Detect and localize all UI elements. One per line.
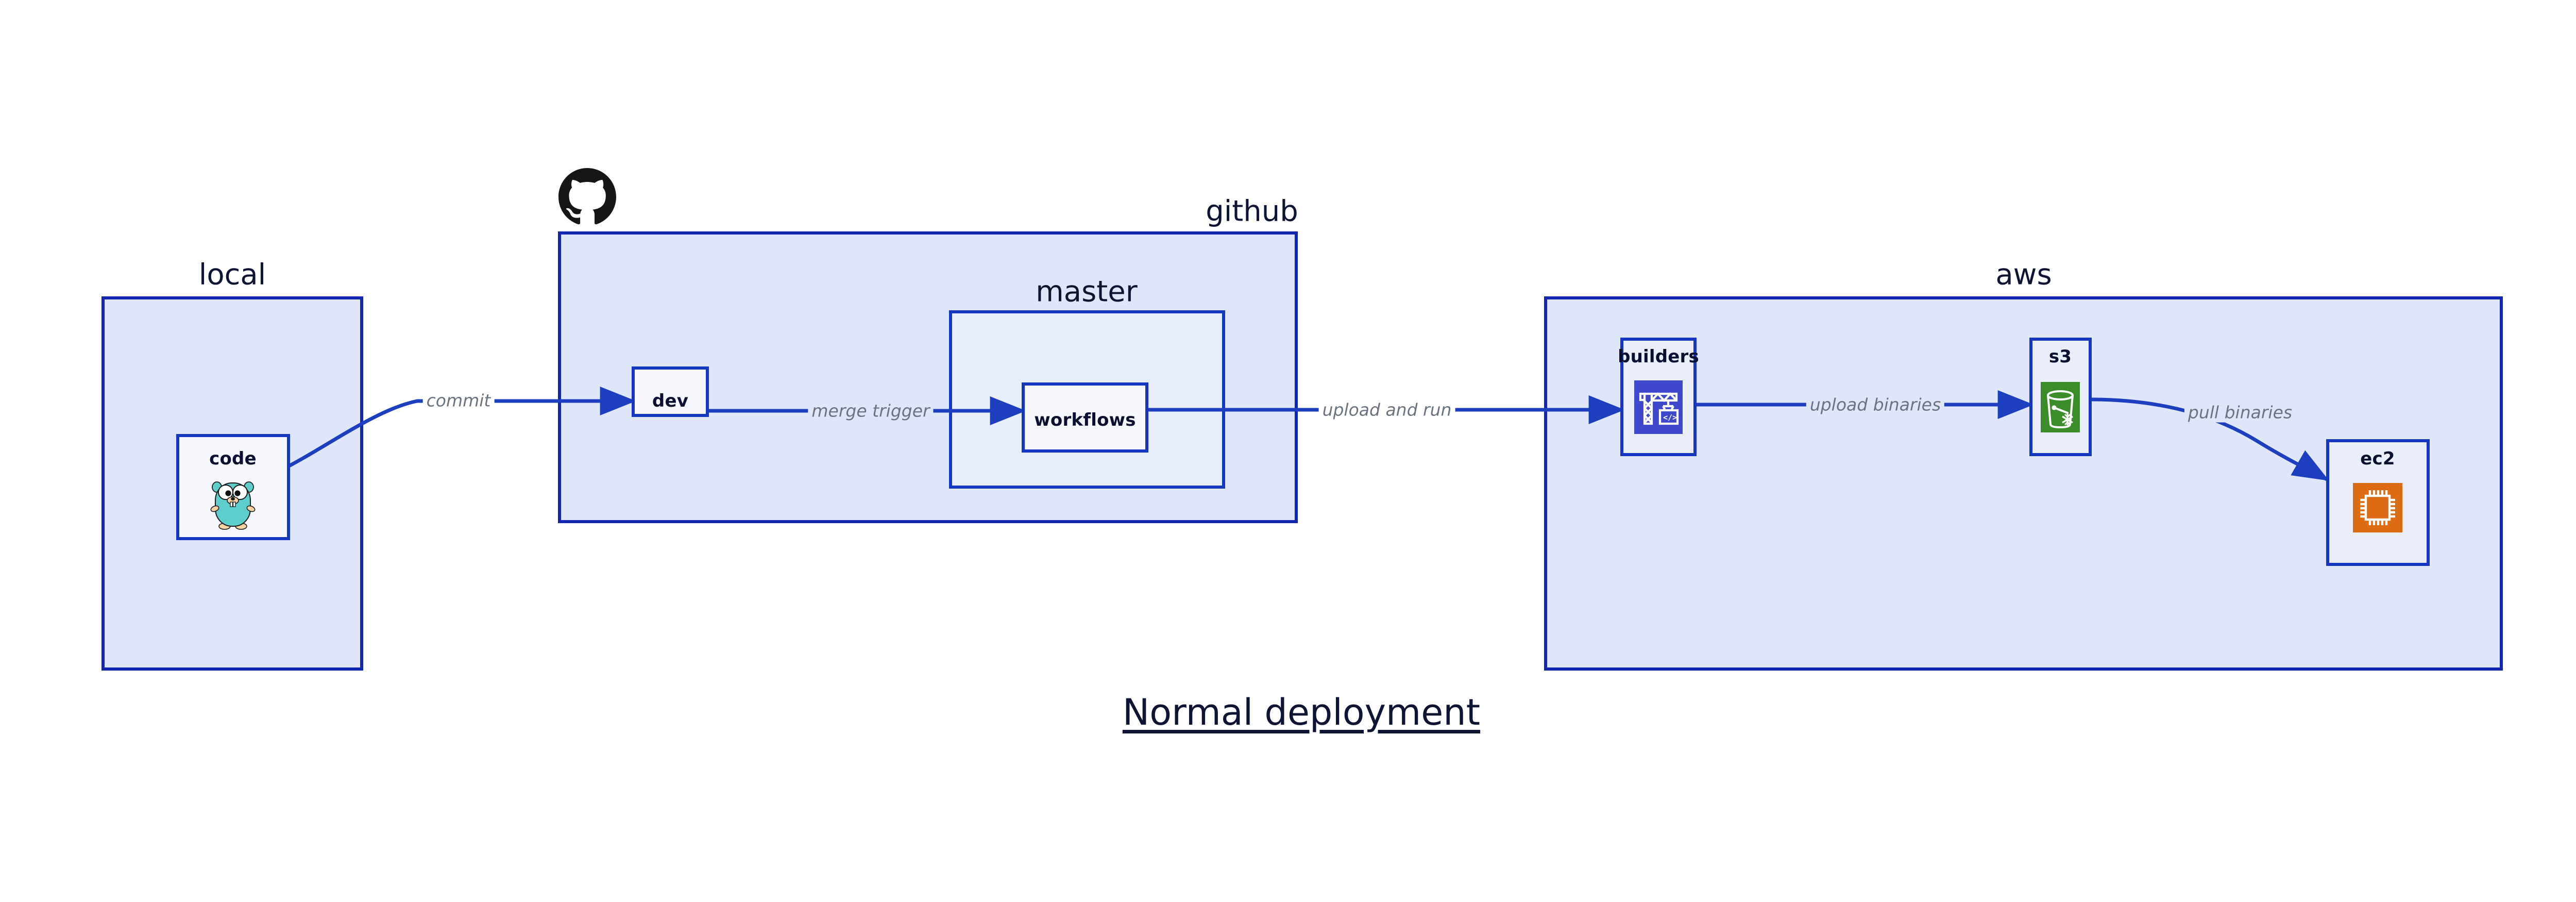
node-label-dev: dev	[652, 391, 689, 411]
diagram-title: Normal deployment	[1122, 691, 1481, 733]
svg-text:</>: </>	[1663, 413, 1677, 422]
node-label-s3: s3	[2048, 346, 2072, 367]
group-label-master: master	[1036, 275, 1138, 309]
aws-ec2-icon	[2353, 483, 2402, 532]
edge-label-commit: commit	[422, 390, 495, 411]
zone-label-local: local	[198, 258, 266, 292]
node-label-workflows: workflows	[1034, 410, 1136, 430]
aws-codebuild-icon: </>	[1634, 380, 1683, 434]
node-box-workflows[interactable]	[1022, 382, 1148, 453]
go-gopher-icon	[208, 470, 258, 530]
zone-label-github: github	[1206, 194, 1298, 228]
node-box-dev[interactable]	[632, 366, 709, 417]
zone-label-aws: aws	[1995, 258, 2052, 292]
edge-label-upload-binaries: upload binaries	[1806, 394, 1945, 415]
node-label-code: code	[209, 448, 257, 469]
node-label-builders: builders	[1618, 346, 1699, 367]
edge-pull-binaries	[2090, 397, 2329, 481]
edge-label-merge-trigger: merge trigger	[808, 400, 934, 421]
aws-s3-glacier-icon	[2041, 382, 2080, 432]
node-label-ec2: ec2	[2360, 448, 2395, 469]
edge-label-upload-and-run: upload and run	[1318, 399, 1455, 420]
github-octocat-icon	[558, 168, 616, 226]
edge-label-pull-binaries: pull binaries	[2184, 402, 2296, 423]
